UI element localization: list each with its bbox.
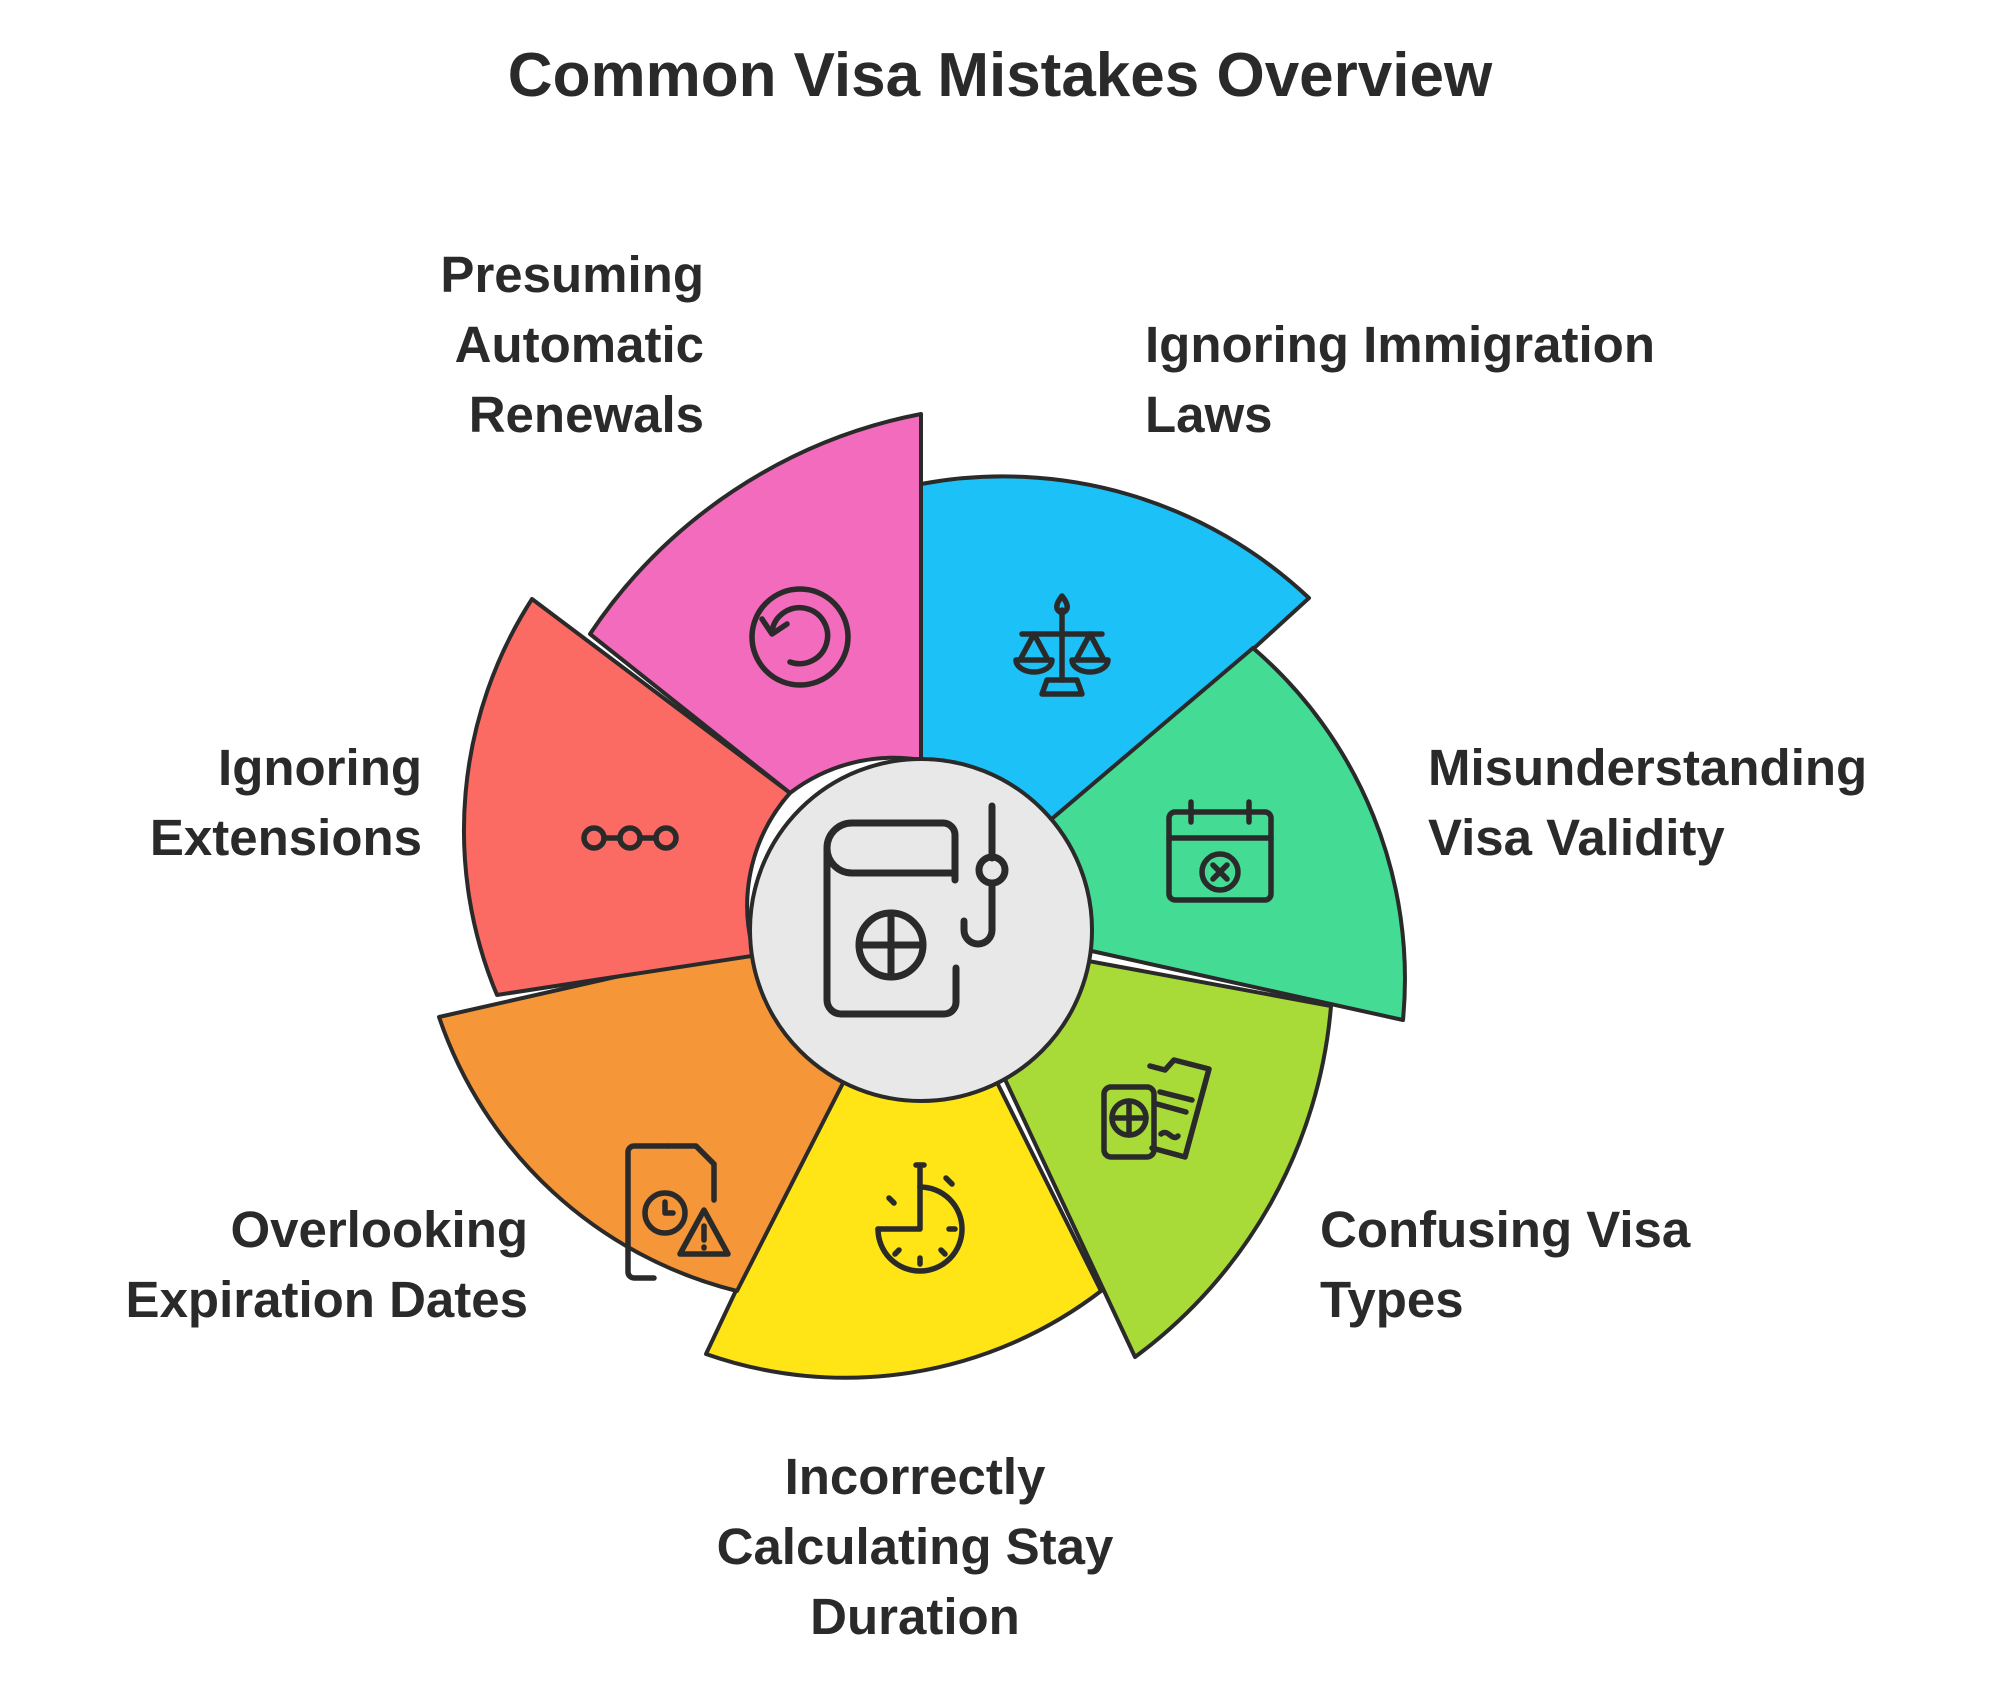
label-line: Presuming (440, 246, 704, 303)
label-line: Incorrectly (784, 1448, 1046, 1505)
ellipsis-circles-icon (581, 825, 679, 851)
label-line: Ignoring (218, 739, 422, 796)
label-line: Calculating Stay (716, 1518, 1114, 1575)
label-line: Duration (810, 1588, 1020, 1645)
label-ignoring-immigration-laws: Ignoring Immigration Laws (1145, 310, 1745, 450)
label-line: Extensions (149, 809, 422, 866)
label-line: Ignoring Immigration (1145, 316, 1655, 373)
scales-icon (1013, 593, 1111, 697)
label-line: Types (1320, 1271, 1464, 1328)
label-presuming-automatic-renewals: Presuming Automatic Renewals (340, 240, 704, 450)
label-line: Laws (1145, 386, 1273, 443)
label-line: Expiration Dates (125, 1271, 528, 1328)
label-line: Confusing Visa (1320, 1201, 1691, 1258)
segment-presuming-automatic-renewals (588, 412, 923, 932)
label-line: Automatic (454, 316, 704, 373)
label-incorrectly-calculating-stay-duration: Incorrectly Calculating Stay Duration (615, 1442, 1215, 1652)
stopwatch-icon (875, 1162, 965, 1274)
calendar-x-icon (1166, 799, 1274, 903)
passport-ticket-icon (1101, 1057, 1212, 1160)
label-line: Overlooking (230, 1201, 528, 1258)
label-line: Visa Validity (1428, 809, 1725, 866)
segment-ignoring-extensions (461, 597, 923, 997)
label-line: Misunderstanding (1428, 739, 1868, 796)
refresh-icon (749, 586, 851, 688)
label-confusing-visa-types: Confusing Visa Types (1320, 1195, 1880, 1335)
passport-hook-icon (823, 802, 1009, 1018)
label-ignoring-extensions: Ignoring Extensions (60, 733, 422, 873)
label-overlooking-expiration-dates: Overlooking Expiration Dates (60, 1195, 528, 1335)
label-line: Renewals (468, 386, 704, 443)
diagram-title: Common Visa Mistakes Overview (507, 41, 1493, 110)
document-clock-warning-icon (625, 1143, 731, 1281)
label-misunderstanding-visa-validity: Misunderstanding Visa Validity (1428, 733, 1988, 873)
